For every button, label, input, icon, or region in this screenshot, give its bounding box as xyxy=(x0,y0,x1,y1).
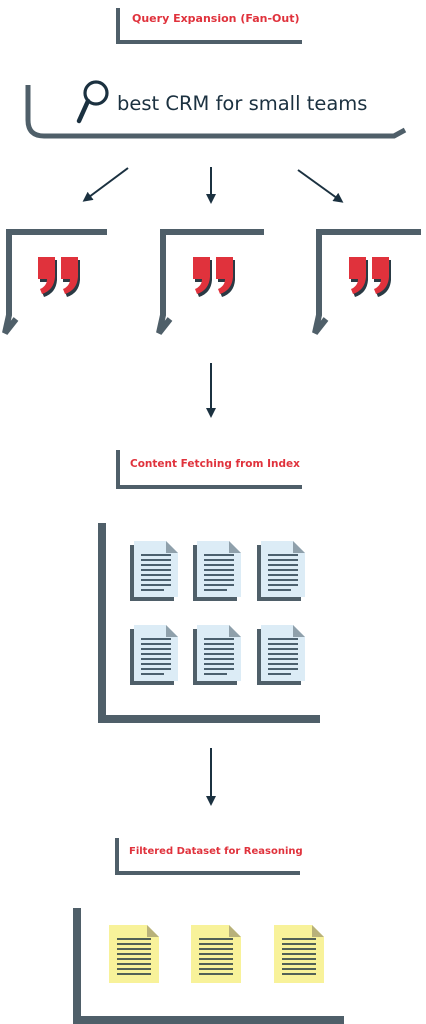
search-box-frame xyxy=(25,85,407,139)
content-fetching-label-frame xyxy=(116,450,302,489)
filtered-dataset-label: Filtered Dataset for Reasoning xyxy=(129,846,303,857)
fan-out-card-3 xyxy=(312,229,421,335)
document-icon xyxy=(257,540,306,601)
document-icon xyxy=(130,624,179,685)
magnifier-icon xyxy=(76,80,109,124)
fan-out-card-2 xyxy=(156,229,264,335)
content-fetching-label: Content Fetching from Index xyxy=(130,458,300,470)
quote-icon xyxy=(349,257,391,297)
fan-out-arrow-left xyxy=(82,167,129,202)
quote-icon xyxy=(193,257,235,297)
document-icon xyxy=(257,624,306,685)
query-expansion-label: Query Expansion (Fan-Out) xyxy=(132,12,300,25)
search-query-text: best CRM for small teams xyxy=(117,92,368,115)
document-icon xyxy=(108,924,160,984)
document-icon xyxy=(190,924,242,984)
document-icon xyxy=(193,624,242,685)
fetched-documents-grid xyxy=(130,540,306,685)
document-icon xyxy=(193,540,242,601)
fan-out-card-1 xyxy=(2,229,107,335)
filtered-dataset-label-frame xyxy=(115,838,300,875)
document-icon xyxy=(130,540,179,601)
filtered-documents-row xyxy=(108,924,325,984)
document-icon xyxy=(273,924,325,984)
query-expansion-label-frame xyxy=(116,8,302,44)
fan-out-arrow-right xyxy=(297,169,344,203)
filtered-documents-frame xyxy=(73,908,344,1024)
quote-icon xyxy=(38,257,80,297)
fetched-documents-frame xyxy=(98,523,320,723)
